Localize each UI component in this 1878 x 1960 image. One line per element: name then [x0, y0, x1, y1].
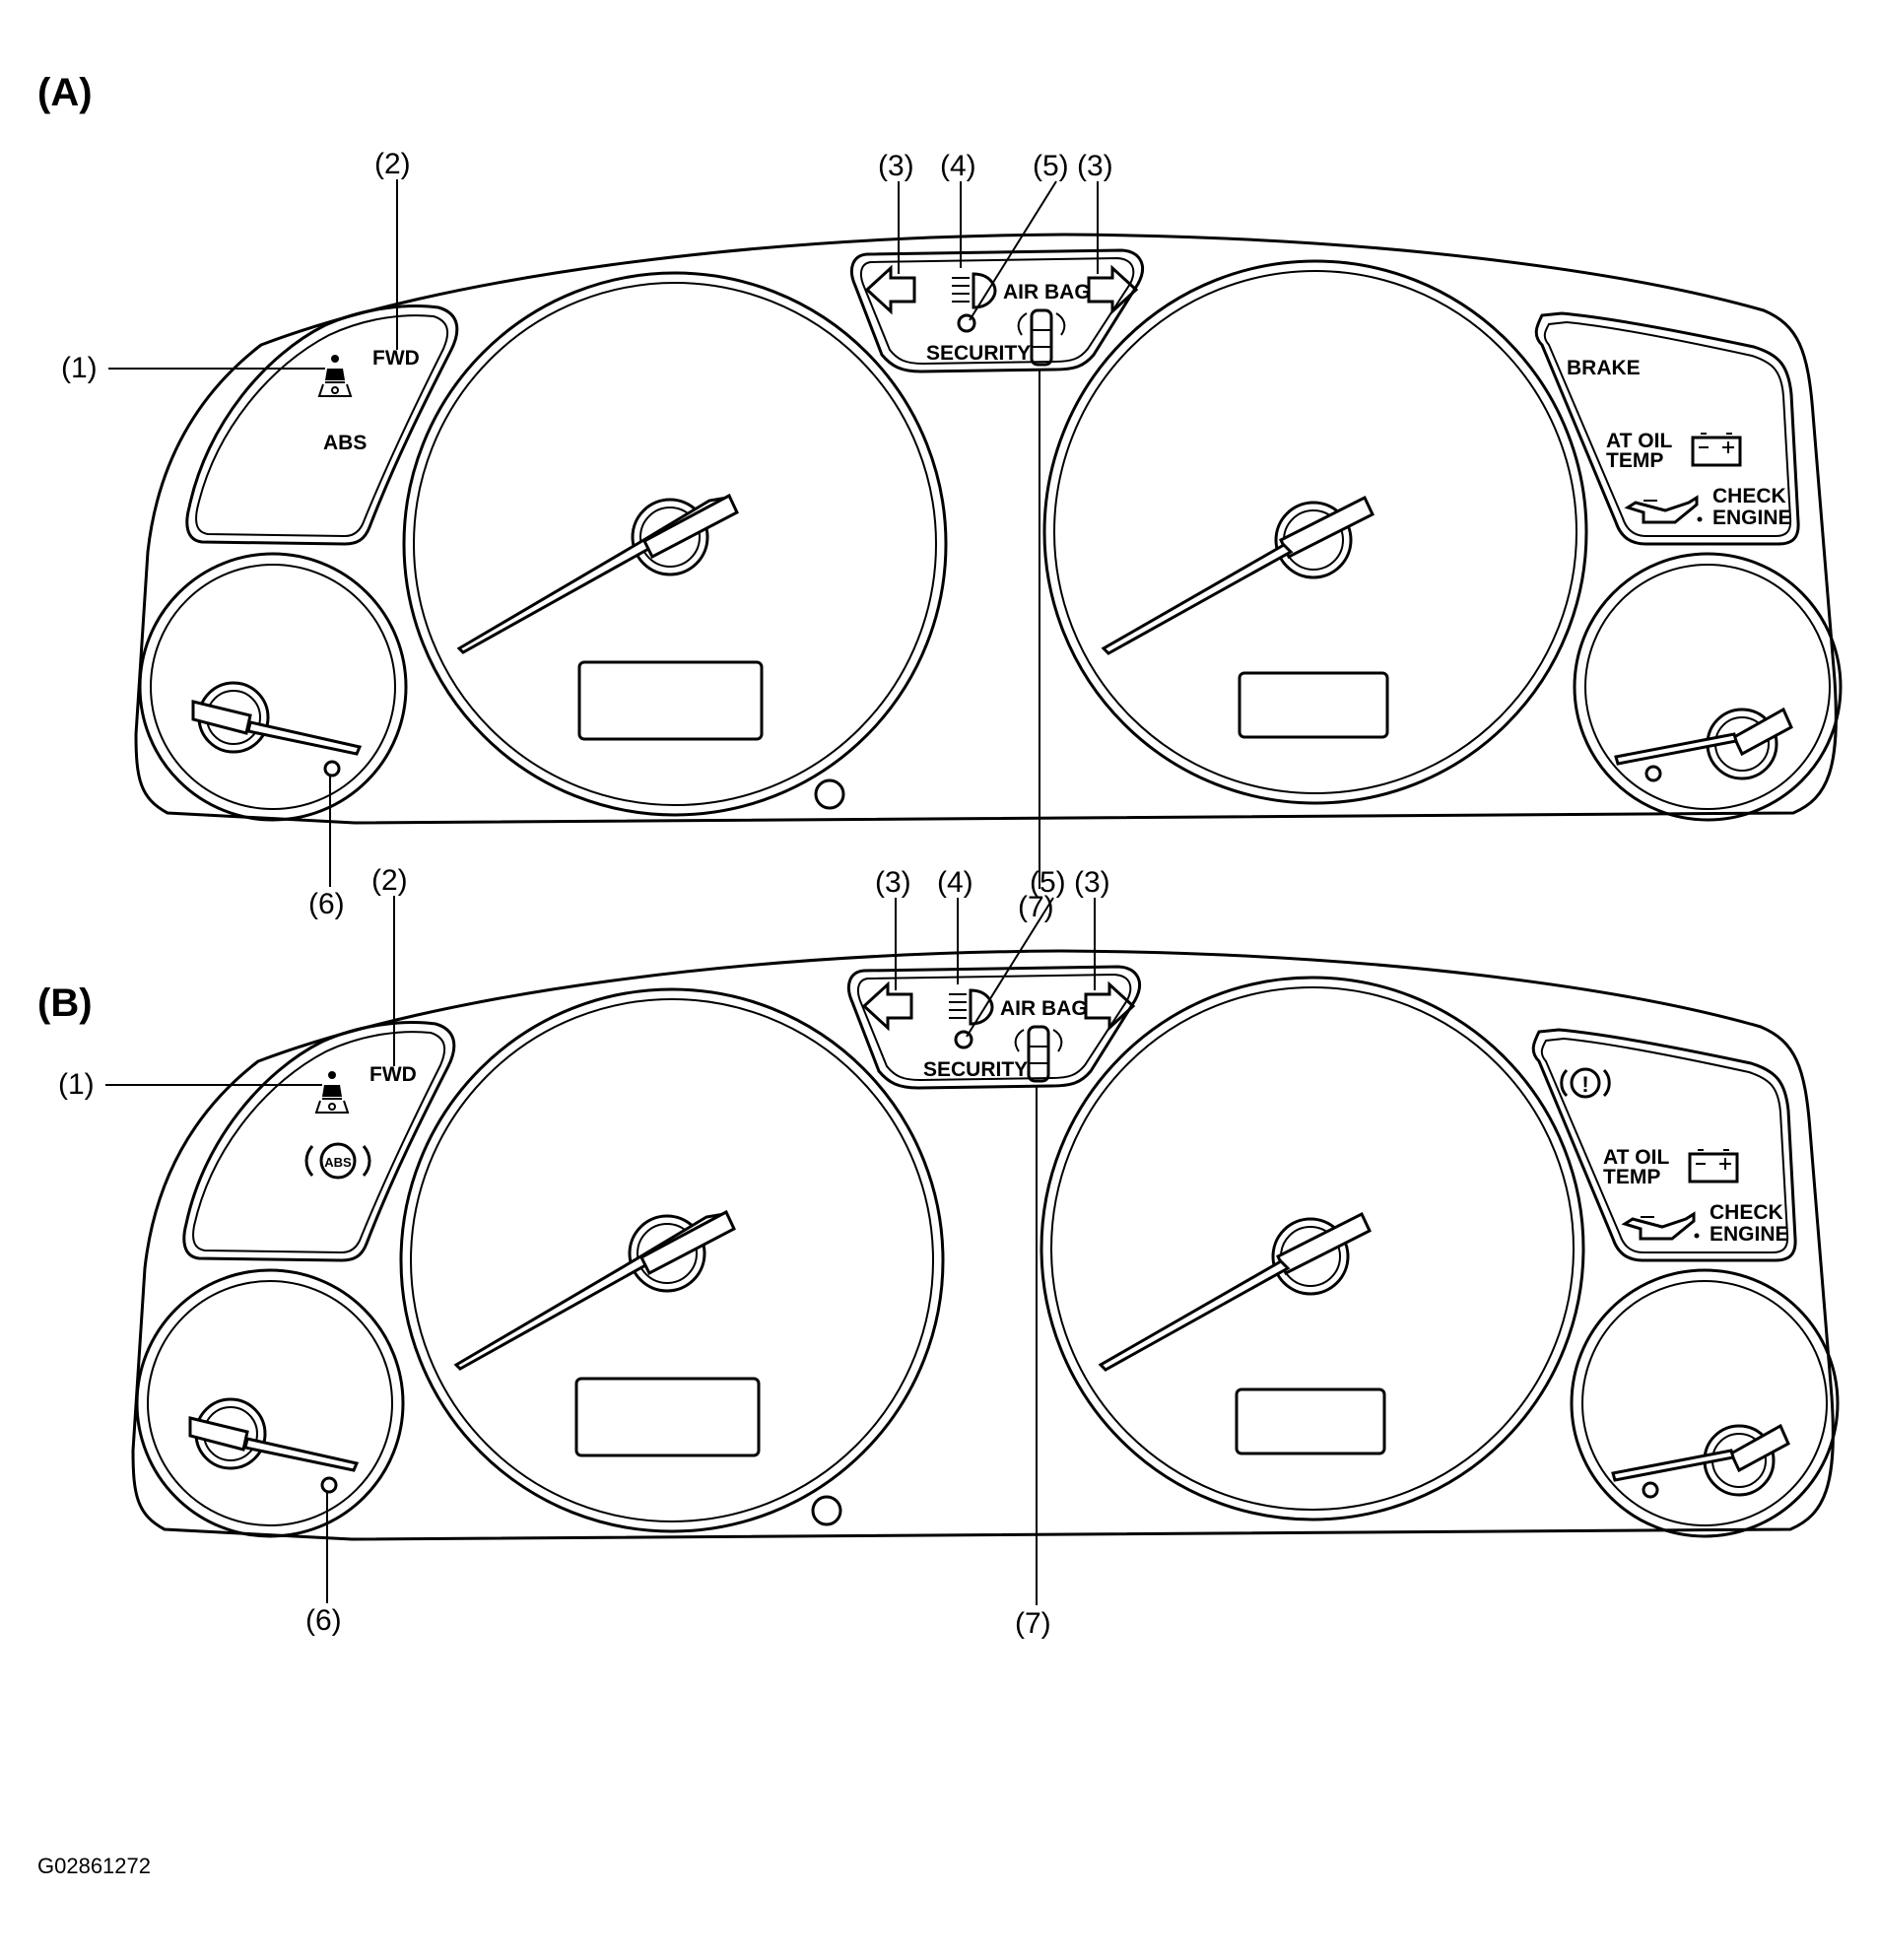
callout-2: (2)	[371, 864, 408, 897]
at-oil-temp-line2: TEMP	[1603, 1166, 1660, 1188]
fwd-indicator: FWD	[372, 347, 420, 370]
abs-indicator: ABS	[323, 432, 367, 454]
security-indicator: SECURITY	[926, 342, 1031, 365]
right-small-gauge	[1570, 1268, 1840, 1538]
callout-6: (6)	[308, 888, 345, 920]
fwd-indicator: FWD	[369, 1063, 417, 1086]
top-indicator-panel	[850, 248, 1144, 373]
abs-symbol-icon: ABS	[304, 1142, 371, 1180]
turn-left-arrow-icon	[864, 264, 916, 315]
tachometer	[1042, 259, 1588, 805]
trip-knob	[814, 778, 845, 810]
oil-pressure-icon	[1624, 495, 1703, 524]
panel-label: (A)	[37, 71, 93, 114]
leader-line-5	[969, 180, 1057, 321]
seatbelt-icon	[314, 1071, 350, 1114]
right-gauge-needle	[1611, 1449, 1735, 1482]
callout-1: (1)	[61, 352, 98, 384]
turn-right-arrow-icon	[1084, 980, 1136, 1032]
callout-5: (5)	[1030, 866, 1066, 899]
at-oil-temp-line2: TEMP	[1606, 449, 1663, 472]
brake-warning-icon: !	[1560, 1067, 1611, 1099]
left-gauge-needle	[246, 720, 363, 756]
callout-3-left: (3)	[875, 866, 911, 899]
headlight-high-beam-icon	[949, 988, 994, 1026]
battery-icon	[1691, 433, 1742, 467]
panel-a: (A)	[37, 71, 1843, 923]
indicator-lamp-6	[323, 760, 341, 777]
tachometer	[1040, 976, 1585, 1521]
airbag-indicator: AIR BAG	[1000, 997, 1088, 1020]
top-indicator-panel-inner	[856, 973, 1132, 1082]
right-warning-panel-inner	[1540, 1037, 1789, 1253]
speedometer	[399, 987, 945, 1533]
left-small-gauge	[138, 552, 408, 822]
panel-b: (B)	[37, 864, 1840, 1640]
callout-2: (2)	[374, 148, 411, 180]
airbag-indicator: AIR BAG	[1003, 281, 1091, 304]
check-engine-line1: CHECK	[1710, 1201, 1783, 1224]
turn-left-arrow-icon	[861, 980, 913, 1032]
oil-pressure-icon	[1621, 1211, 1700, 1241]
tachometer-needle	[1101, 543, 1294, 655]
left-gauge-needle	[243, 1437, 360, 1472]
callout-4: (4)	[937, 866, 973, 899]
battery-icon	[1688, 1149, 1739, 1183]
right-warning-panel-inner	[1543, 320, 1792, 537]
leader-line-5	[966, 897, 1054, 1038]
check-engine-line2: ENGINE	[1710, 1223, 1789, 1246]
figure-id: G02861272	[37, 1854, 151, 1878]
left-small-gauge	[135, 1268, 405, 1538]
top-indicator-panel	[847, 965, 1141, 1090]
left-warning-panel-inner	[195, 314, 449, 538]
security-led	[957, 313, 976, 333]
callout-3-left: (3)	[878, 150, 914, 182]
top-indicator-panel-inner	[859, 256, 1135, 366]
callout-3-right: (3)	[1074, 866, 1110, 899]
at-oil-temp-line1: AT OIL	[1603, 1146, 1669, 1169]
right-small-gauge	[1573, 552, 1843, 822]
security-indicator: SECURITY	[923, 1058, 1028, 1081]
left-warning-panel	[182, 1021, 456, 1262]
callout-5: (5)	[1033, 150, 1069, 182]
brake-indicator: !	[1581, 1072, 1588, 1097]
callout-7: (7)	[1015, 1607, 1051, 1640]
at-oil-temp-line1: AT OIL	[1606, 430, 1672, 452]
right-gauge-needle	[1614, 732, 1738, 766]
callout-3-right: (3)	[1077, 150, 1113, 182]
check-engine-line1: CHECK	[1712, 485, 1786, 507]
abs-indicator: ABS	[324, 1155, 352, 1170]
seatbelt-icon	[317, 355, 353, 397]
callout-6: (6)	[305, 1604, 342, 1637]
speedometer	[402, 271, 948, 817]
cluster-outline	[131, 949, 1835, 1541]
panel-label: (B)	[37, 981, 93, 1025]
door-open-car-icon	[1014, 1025, 1063, 1083]
trip-knob	[811, 1495, 842, 1526]
door-open-car-icon	[1017, 308, 1066, 367]
right-warning-panel	[1531, 1028, 1797, 1262]
security-led	[954, 1030, 973, 1049]
indicator-lamp-6	[320, 1476, 338, 1494]
headlight-high-beam-icon	[952, 272, 997, 309]
brake-indicator: BRAKE	[1567, 357, 1641, 379]
left-warning-panel	[185, 304, 459, 546]
tachometer-needle	[1098, 1259, 1291, 1372]
right-warning-panel	[1534, 311, 1800, 546]
callout-1: (1)	[58, 1068, 95, 1101]
turn-right-arrow-icon	[1087, 264, 1139, 315]
callout-4: (4)	[940, 150, 976, 182]
cluster-outline	[134, 233, 1838, 825]
left-warning-panel-inner	[192, 1031, 446, 1254]
check-engine-line2: ENGINE	[1712, 507, 1792, 529]
